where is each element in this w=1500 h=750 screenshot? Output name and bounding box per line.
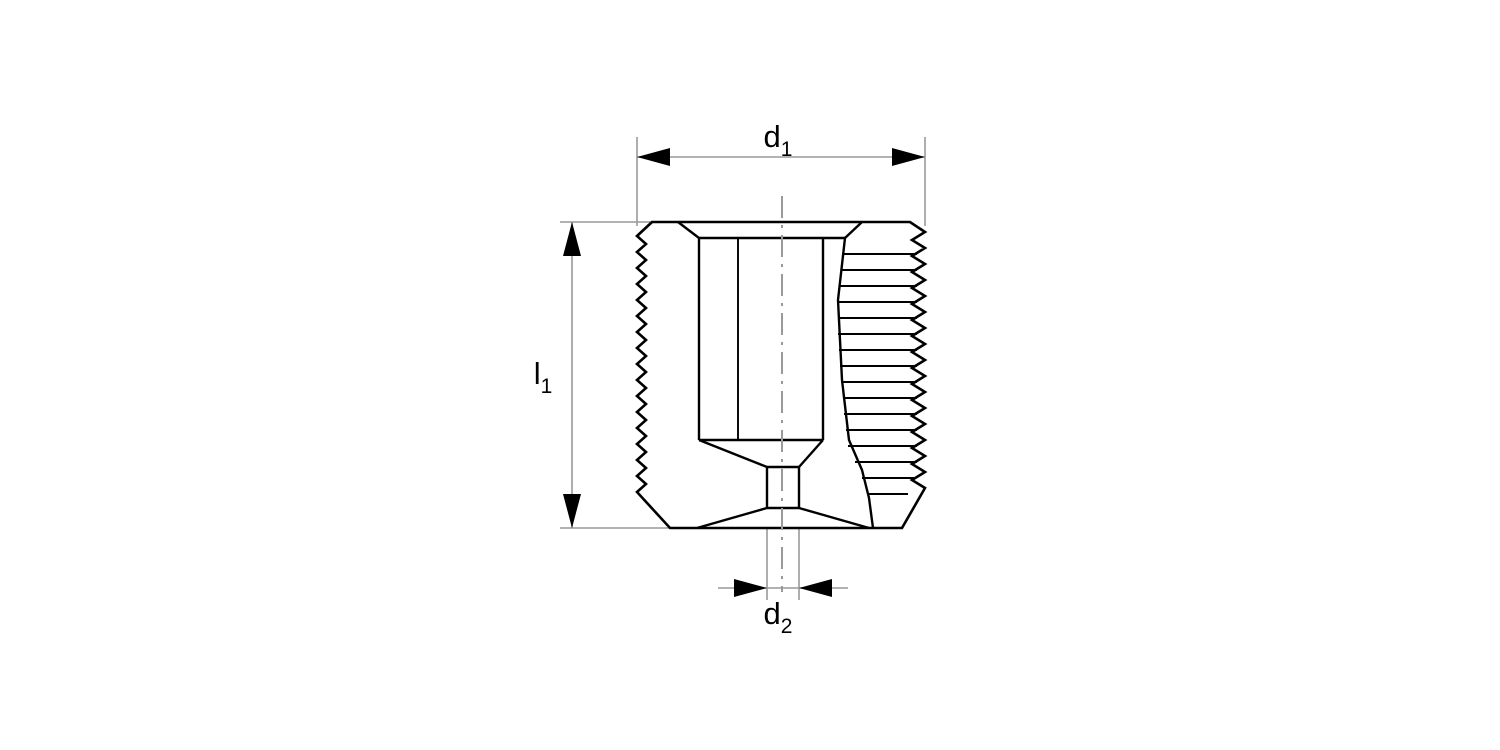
- arrow-head-d1-left: [637, 148, 670, 166]
- dimension-d2: d2: [718, 579, 848, 638]
- arrow-head-d2-right: [799, 579, 832, 597]
- arrow-head-l1-bottom: [563, 494, 581, 528]
- bore-cone-right: [798, 439, 824, 468]
- external-thread-section-lines: [838, 253, 917, 495]
- arrow-head-d1-right: [892, 148, 925, 166]
- socket-chamfer-right: [844, 221, 863, 239]
- dimension-label-d1-subscript: 1: [781, 138, 793, 161]
- chamfer-top-left: [636, 221, 653, 237]
- section-cut-boundary: [836, 237, 875, 529]
- arrow-head-l1-top: [563, 222, 581, 256]
- bore-cone-left: [698, 438, 768, 469]
- part-geometry: [635, 220, 928, 530]
- dimension-label-l1-subscript: 1: [541, 375, 553, 398]
- arrow-head-d2-left: [734, 579, 767, 597]
- socket-chamfer-left: [677, 221, 700, 239]
- dimension-label-d2: d2: [764, 596, 793, 638]
- bottom-cone-left: [696, 506, 768, 530]
- dimension-label-d2-base: d: [764, 596, 781, 631]
- dimension-label-d2-subscript: 2: [781, 615, 793, 638]
- dimension-label-l1-base: l: [534, 356, 541, 391]
- dimension-l1: l1: [534, 222, 581, 528]
- dimension-label-l1: l1: [534, 356, 553, 398]
- dimension-d1: d1: [637, 119, 925, 166]
- bottom-cone-right: [798, 506, 870, 530]
- dimension-label-d1: d1: [764, 119, 793, 161]
- dimension-label-d1-base: d: [764, 119, 781, 154]
